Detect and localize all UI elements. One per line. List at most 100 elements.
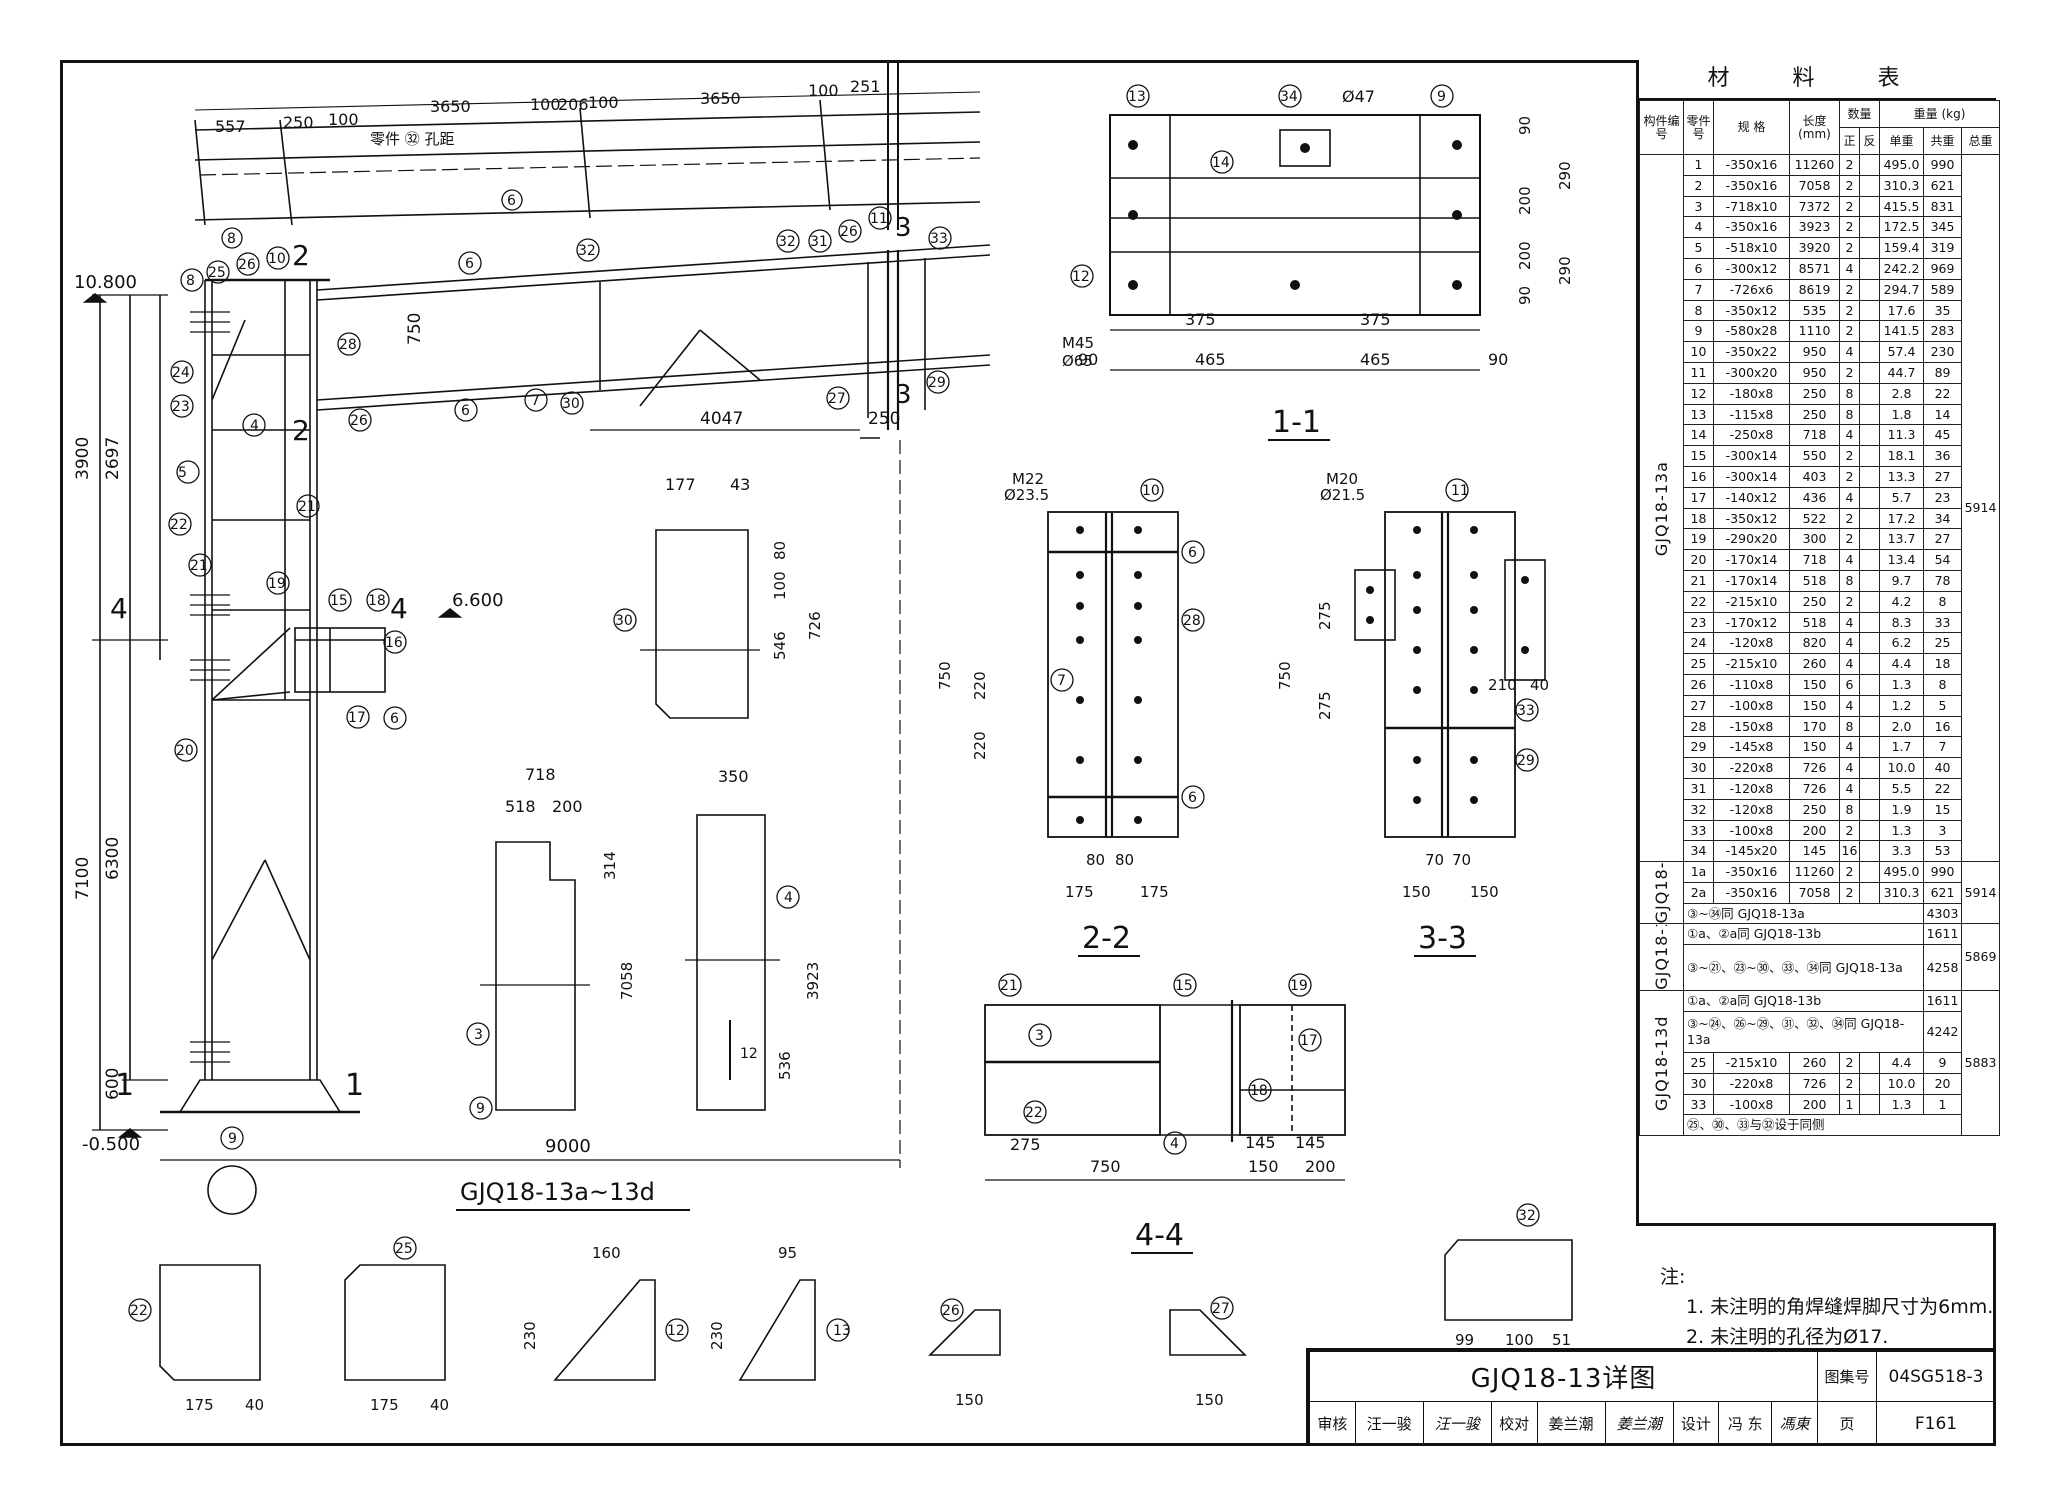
- svg-text:7: 7: [1057, 673, 1066, 689]
- svg-text:80: 80: [1115, 851, 1134, 869]
- svg-text:90: 90: [1516, 286, 1534, 305]
- svg-text:95: 95: [778, 1244, 797, 1262]
- svg-text:29: 29: [1517, 753, 1535, 769]
- section-4-4-label: 4-4: [1135, 1218, 1184, 1253]
- svg-text:90: 90: [1516, 116, 1534, 135]
- svg-text:275: 275: [1316, 601, 1334, 630]
- bolt-m22: M22: [1012, 470, 1044, 488]
- hdr-weight: 重量 (kg): [1879, 100, 2001, 128]
- hdr-total: 总重: [1961, 127, 2001, 155]
- svg-text:220: 220: [971, 731, 989, 760]
- svg-text:20: 20: [176, 743, 194, 759]
- svg-text:6300: 6300: [103, 837, 123, 880]
- checker-signature: 姜兰潮: [1604, 1401, 1674, 1446]
- svg-text:6: 6: [1188, 545, 1197, 561]
- group-b-name: GJQ18-13b: [1639, 861, 1684, 924]
- reviewer-signature: 汪一骏: [1422, 1401, 1492, 1446]
- svg-text:16: 16: [385, 635, 403, 651]
- svg-text:3923: 3923: [804, 962, 822, 1000]
- svg-text:18: 18: [368, 593, 386, 609]
- table-row: ㉕、㉚、㉝与㉜设于同侧: [1640, 1114, 2000, 1137]
- svg-text:27: 27: [828, 391, 846, 407]
- svg-text:1: 1: [345, 1068, 364, 1103]
- elevation-6600: 6.600: [452, 590, 504, 611]
- svg-text:25: 25: [395, 1241, 413, 1257]
- svg-text:100: 100: [1505, 1331, 1534, 1349]
- svg-text:6: 6: [1188, 790, 1197, 806]
- group-c-rows: GJQ18-13c ①a、②a同 GJQ18-13b 1611 5869 ③~㉑…: [1639, 923, 2001, 992]
- hdr-unit: 单重: [1879, 127, 1925, 155]
- svg-text:100: 100: [588, 93, 619, 112]
- svg-text:70: 70: [1425, 851, 1444, 869]
- svg-text:2697: 2697: [103, 437, 123, 480]
- svg-text:13: 13: [833, 1323, 851, 1339]
- svg-text:350: 350: [718, 767, 749, 786]
- svg-text:726: 726: [806, 611, 824, 640]
- svg-text:200: 200: [1516, 186, 1534, 215]
- hdr-qty-back: 反: [1858, 127, 1881, 155]
- svg-text:4: 4: [110, 592, 128, 625]
- svg-text:9: 9: [228, 1131, 237, 1147]
- notes-heading: 注:: [1660, 1266, 1686, 1288]
- svg-text:3: 3: [474, 1027, 483, 1043]
- svg-text:30: 30: [615, 613, 633, 629]
- svg-text:600: 600: [103, 1068, 123, 1100]
- svg-text:80: 80: [771, 541, 789, 560]
- svg-text:13: 13: [1128, 89, 1146, 105]
- svg-text:3650: 3650: [700, 89, 741, 108]
- section-3-3-label: 3-3: [1418, 921, 1467, 956]
- hdr-spec: 规 格: [1713, 100, 1790, 155]
- designer-signature: 馮東: [1771, 1401, 1818, 1446]
- svg-text:290: 290: [1556, 161, 1574, 190]
- svg-text:4: 4: [784, 890, 793, 906]
- svg-text:11: 11: [1451, 483, 1469, 499]
- svg-text:9: 9: [476, 1101, 485, 1117]
- svg-text:18: 18: [1250, 1083, 1268, 1099]
- hdr-qty-front: 正: [1839, 127, 1860, 155]
- svg-text:10: 10: [268, 251, 286, 267]
- svg-text:23: 23: [172, 399, 190, 415]
- svg-text:9: 9: [1437, 89, 1446, 105]
- elevation-minus0500: -0.500: [82, 1134, 140, 1155]
- svg-text:26: 26: [238, 257, 256, 273]
- svg-text:40: 40: [430, 1396, 449, 1414]
- svg-text:99: 99: [1455, 1331, 1474, 1349]
- svg-text:12: 12: [1072, 269, 1090, 285]
- svg-text:375: 375: [1360, 310, 1391, 329]
- hdr-qty: 数量: [1838, 100, 1881, 128]
- svg-text:3: 3: [895, 213, 912, 243]
- svg-text:17: 17: [1300, 1033, 1318, 1049]
- svg-text:518: 518: [505, 797, 536, 816]
- svg-text:6: 6: [390, 711, 399, 727]
- svg-text:275: 275: [1316, 691, 1334, 720]
- drawing-title: GJQ18-13详图: [1309, 1351, 1818, 1402]
- material-table: 材 料 表 构件编号 零件号 规 格 长度(mm) 数量 重量 (kg) 正 反…: [1636, 60, 2001, 1226]
- checker-name: 姜兰潮: [1536, 1401, 1606, 1446]
- svg-text:150: 150: [1248, 1157, 1279, 1176]
- group-b-total: 5914: [1961, 861, 2001, 925]
- svg-text:557: 557: [215, 117, 246, 136]
- notes: 注: 1. 未注明的角焊缝焊脚尺寸为6mm. 2. 未注明的孔径为Ø17.: [1660, 1262, 1993, 1352]
- svg-text:70: 70: [1452, 851, 1471, 869]
- svg-text:30: 30: [562, 396, 580, 412]
- svg-text:3: 3: [895, 380, 912, 410]
- svg-text:22: 22: [130, 1303, 148, 1319]
- group-c-total: 5869: [1961, 923, 2001, 992]
- bolt-d215: Ø21.5: [1320, 486, 1365, 504]
- svg-text:100: 100: [771, 571, 789, 600]
